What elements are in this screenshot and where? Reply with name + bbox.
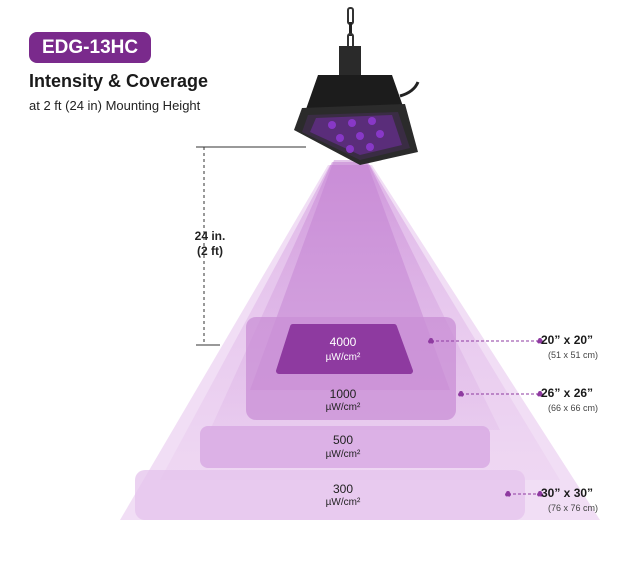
model-badge: EDG-13HC [29,32,152,63]
coverage-30-label: 30” x 30” [541,486,594,500]
zone-300-unit: µW/cm² [325,497,361,508]
zone-500 [200,426,490,468]
zone-500-value: 500 [332,433,354,447]
height-label-alt: (2 ft) [197,244,223,258]
coverage-leaders [428,338,543,497]
coverage-zones [135,317,525,520]
zone-300-value: 300 [332,482,354,496]
zone-500-unit: µW/cm² [325,449,361,460]
zone-4000-unit: µW/cm² [325,352,361,363]
coverage-26-metric: (66 x 66 cm) [548,403,599,413]
height-dimension [196,146,306,346]
hanging-chain [347,7,354,51]
zone-1000-unit: µW/cm² [325,402,361,413]
zone-4000-value: 4000 [329,335,357,349]
page-title: Intensity & Coverage [29,71,209,91]
zone-1000-value: 1000 [329,387,357,401]
zone-4000 [276,324,413,374]
zone-300 [135,470,525,520]
coverage-20-label: 20” x 20” [541,333,594,347]
coverage-20-metric: (51 x 51 cm) [548,350,599,360]
coverage-26-label: 26” x 26” [541,386,594,400]
page-subtitle: at 2 ft (24 in) Mounting Height [29,98,201,113]
uv-light-fixture [294,46,420,165]
coverage-30-metric: (76 x 76 cm) [548,503,599,513]
height-label: 24 in. [194,229,226,243]
